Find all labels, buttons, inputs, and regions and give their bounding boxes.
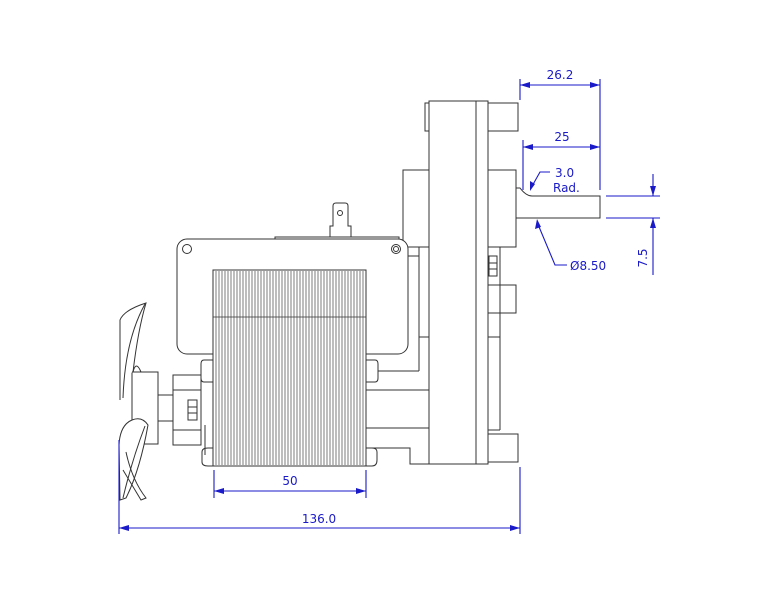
dim-label-50: 50 [282, 474, 297, 488]
dimension-shaft-length: 25 [522, 130, 600, 190]
dimension-shaft-diameter: Ø8.50 [535, 219, 606, 273]
dimension-shaft-radius: 3.0 Rad. [530, 166, 580, 195]
stator-core [212, 269, 367, 467]
dimension-shaft-flat: 7.5 [606, 174, 660, 275]
dimension-shaft-overall: 26.2 [519, 68, 601, 190]
dim-label-26-2: 26.2 [547, 68, 574, 82]
output-shaft [516, 187, 601, 219]
dim-label-7-5: 7.5 [636, 248, 650, 267]
dim-label-radius-unit: Rad. [553, 181, 580, 195]
dim-label-radius: 3.0 [555, 166, 574, 180]
motor-brackets [200, 359, 379, 467]
fan-blades [118, 302, 149, 501]
dim-label-25: 25 [554, 130, 569, 144]
dimension-core-width: 50 [213, 470, 367, 498]
gearbox [380, 100, 519, 465]
dim-label-136: 136.0 [302, 512, 336, 526]
dim-label-diameter: Ø8.50 [570, 259, 606, 273]
dimension-overall-length: 136.0 [118, 440, 521, 534]
